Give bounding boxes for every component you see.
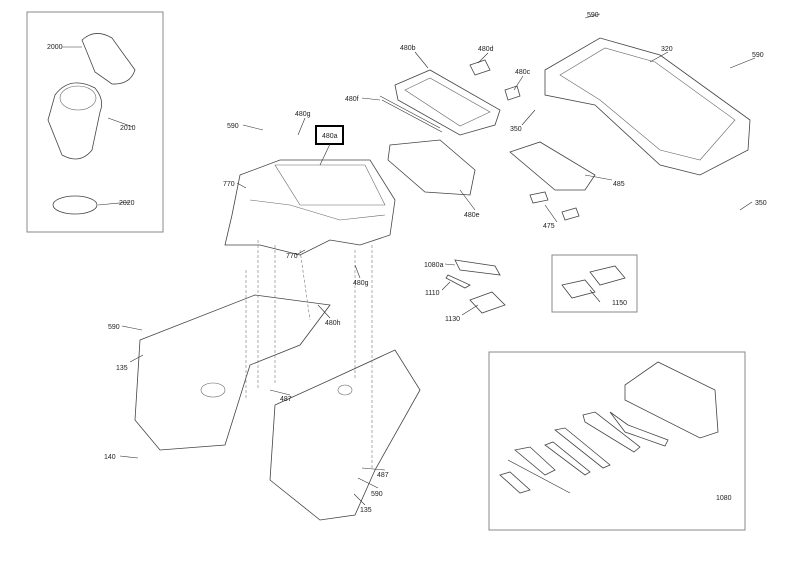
manuals-inset-box (551, 254, 638, 313)
callout-475: 475 (543, 223, 555, 230)
callout-480f: 480f (345, 96, 359, 103)
right-fender (269, 349, 421, 521)
callout-590: 590 (108, 324, 120, 331)
toolkit-inset-box (488, 351, 746, 531)
callout-1130: 1130 (445, 316, 460, 323)
intake-inset-box (26, 11, 164, 233)
part-480a-storage-tub (224, 159, 396, 256)
callout-770: 770 (223, 181, 235, 188)
callout-2000: 2000 (47, 44, 63, 51)
part-485-plate (509, 141, 596, 191)
callout-590: 590 (371, 491, 383, 498)
callout-350: 350 (510, 126, 522, 133)
part-475-pads (529, 191, 580, 221)
part-320-rack (544, 37, 751, 176)
part-2020-clamp (52, 195, 98, 215)
callout-480d: 480d (478, 46, 494, 53)
callout-590: 590 (227, 123, 239, 130)
part-1110 (445, 274, 471, 289)
callout-770: 770 (286, 253, 298, 260)
part-2000-cover (81, 33, 136, 85)
callout-480a: 480a (322, 133, 338, 140)
part-1080a (454, 259, 501, 276)
callout-2010: 2010 (120, 125, 136, 132)
callout-1080a: 1080a (424, 262, 444, 269)
part-480c-latch (504, 85, 521, 101)
callout-1110: 1110 (425, 290, 440, 297)
part-480b-lid (394, 69, 501, 136)
callout-480b: 480b (400, 45, 416, 52)
part-480e-seal (387, 139, 476, 196)
callout-487: 487 (377, 472, 389, 479)
part-1080-toolkit (499, 361, 719, 494)
callout-1150: 1150 (612, 300, 627, 307)
callout-320: 320 (661, 46, 673, 53)
part-480f-strip (379, 95, 443, 133)
callout-135: 135 (360, 507, 372, 514)
callout-2020: 2020 (119, 200, 135, 207)
callout-480g: 480g (353, 280, 369, 287)
callout-590: 590 (752, 52, 764, 59)
callout-480h: 480h (325, 320, 341, 327)
highlight-480a-box (315, 125, 344, 145)
callout-485: 485 (613, 181, 625, 188)
callout-480c: 480c (515, 69, 531, 76)
callout-480e: 480e (464, 212, 480, 219)
left-fender (134, 294, 331, 451)
part-480d-latch (469, 59, 491, 76)
part-1130-decal (469, 291, 506, 314)
callout-1080: 1080 (716, 495, 732, 502)
part-1150-manuals (561, 265, 626, 299)
callout-487: 487 (280, 396, 292, 403)
callout-135: 135 (116, 365, 128, 372)
part-2010-duct (47, 82, 103, 160)
callout-140: 140 (104, 454, 116, 461)
callout-480g: 480g (295, 111, 311, 118)
callout-350: 350 (755, 200, 767, 207)
callout-590: 590 (587, 12, 599, 19)
